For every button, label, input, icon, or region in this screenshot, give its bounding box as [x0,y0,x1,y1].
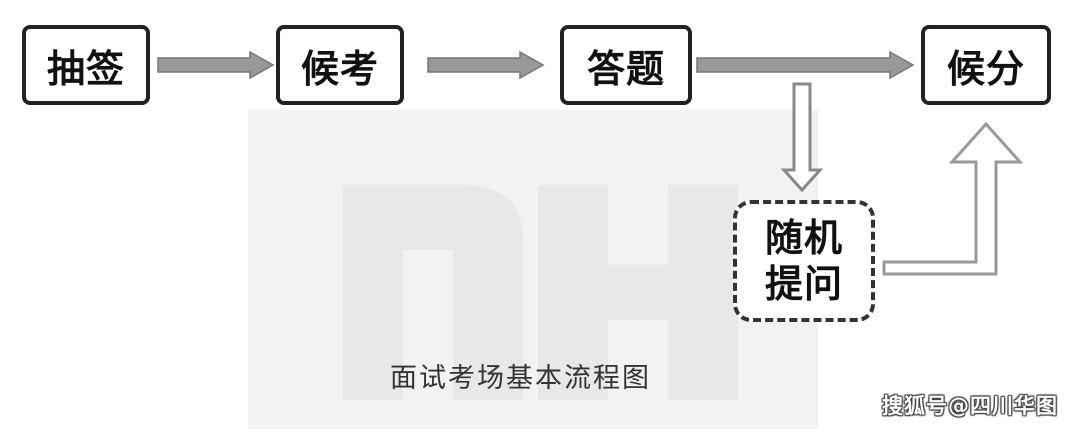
branch-box: 随机 提问 [733,200,875,322]
step-label-3: 答题 [586,46,665,91]
step-box-4: 候分 [921,25,1051,105]
step-label-2: 候考 [300,46,379,91]
branch-label-line2: 提问 [764,262,843,306]
arrow-1-2 [157,50,275,80]
branch-label-line1: 随机 [764,216,843,260]
watermark-background [248,110,818,429]
watermark-logo [343,185,738,400]
arrow-branch-4 [882,121,1024,276]
arrow-3-branch [780,82,824,193]
step-box-2: 候考 [276,25,404,105]
source-watermark: 搜狐号@四川华图 [882,394,1058,418]
step-box-1: 抽签 [22,25,150,105]
arrow-3-4 [696,50,915,80]
step-label-4: 候分 [946,46,1025,91]
arrow-2-3 [427,50,545,80]
diagram-caption: 面试考场基本流程图 [390,363,651,394]
step-box-3: 答题 [560,25,692,105]
step-label-1: 抽签 [46,46,125,91]
